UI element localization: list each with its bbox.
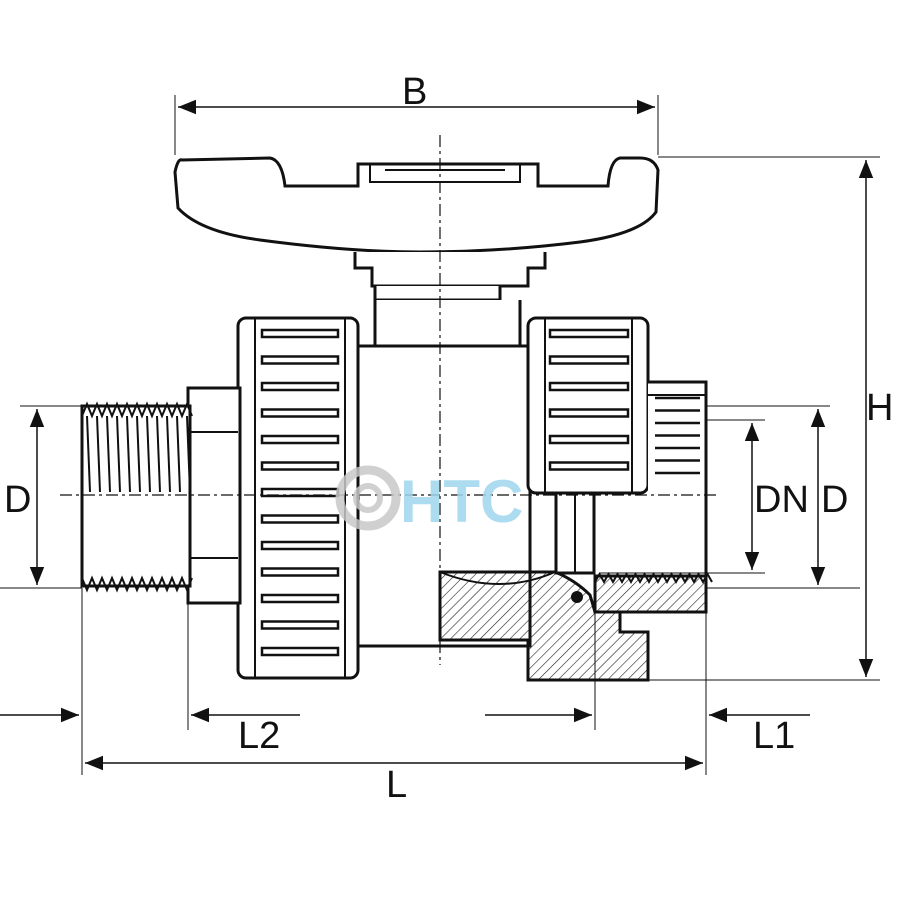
grip-rib <box>260 328 340 339</box>
grip-rib <box>548 434 630 445</box>
extension-lines <box>0 95 880 775</box>
grip-rib <box>260 381 340 392</box>
right-female-thread <box>594 571 713 585</box>
grip-rib <box>260 620 340 630</box>
label-B: B <box>402 71 427 113</box>
valve-handle <box>173 156 660 302</box>
thread-flank <box>136 415 141 493</box>
thread-flank <box>106 415 111 493</box>
thread-flank <box>166 415 171 493</box>
thread-flank <box>96 415 101 493</box>
thread-flank <box>146 415 151 493</box>
thread-profile-bottom <box>81 575 193 593</box>
grip-rib <box>548 408 630 418</box>
right-nut-grip-ribs <box>548 328 630 471</box>
label-H: H <box>866 387 893 429</box>
label-L1: L1 <box>753 715 795 757</box>
thread-flank <box>116 415 121 493</box>
grip-rib <box>260 461 340 471</box>
grip-rib <box>260 540 340 551</box>
thread-flank <box>156 415 161 493</box>
thread-profile-top <box>81 401 193 419</box>
dimension-lines <box>0 99 874 771</box>
centerlines <box>60 135 720 665</box>
left-male-thread <box>81 401 193 593</box>
grip-rib <box>548 355 630 365</box>
grip-rib <box>260 646 340 657</box>
right-connector-grip-ribs <box>655 396 700 475</box>
watermark-text: HTC <box>400 468 523 535</box>
label-DN: DN <box>754 479 809 521</box>
grip-rib <box>260 567 340 577</box>
left-nut-grip-ribs <box>260 328 340 657</box>
grip-rib <box>548 461 630 471</box>
thread-flank <box>126 415 131 493</box>
grip-rib <box>260 434 340 445</box>
htc-watermark: HTC <box>335 465 523 535</box>
label-L: L <box>386 764 407 806</box>
thread-flank <box>86 415 91 493</box>
grip-rib <box>548 328 630 339</box>
thread-profile <box>594 571 713 585</box>
label-L2: L2 <box>238 715 280 757</box>
grip-rib <box>260 408 340 418</box>
grip-rib <box>260 593 340 604</box>
grip-rib <box>548 381 630 392</box>
thread-flank <box>186 415 191 493</box>
label-D-right: D <box>821 479 848 521</box>
thread-flank <box>176 415 181 493</box>
section-view-hatched <box>438 491 708 682</box>
grip-rib <box>260 514 340 524</box>
grip-rib <box>260 355 340 365</box>
label-D-left: D <box>4 479 31 521</box>
left-threaded-spigot <box>80 404 192 588</box>
